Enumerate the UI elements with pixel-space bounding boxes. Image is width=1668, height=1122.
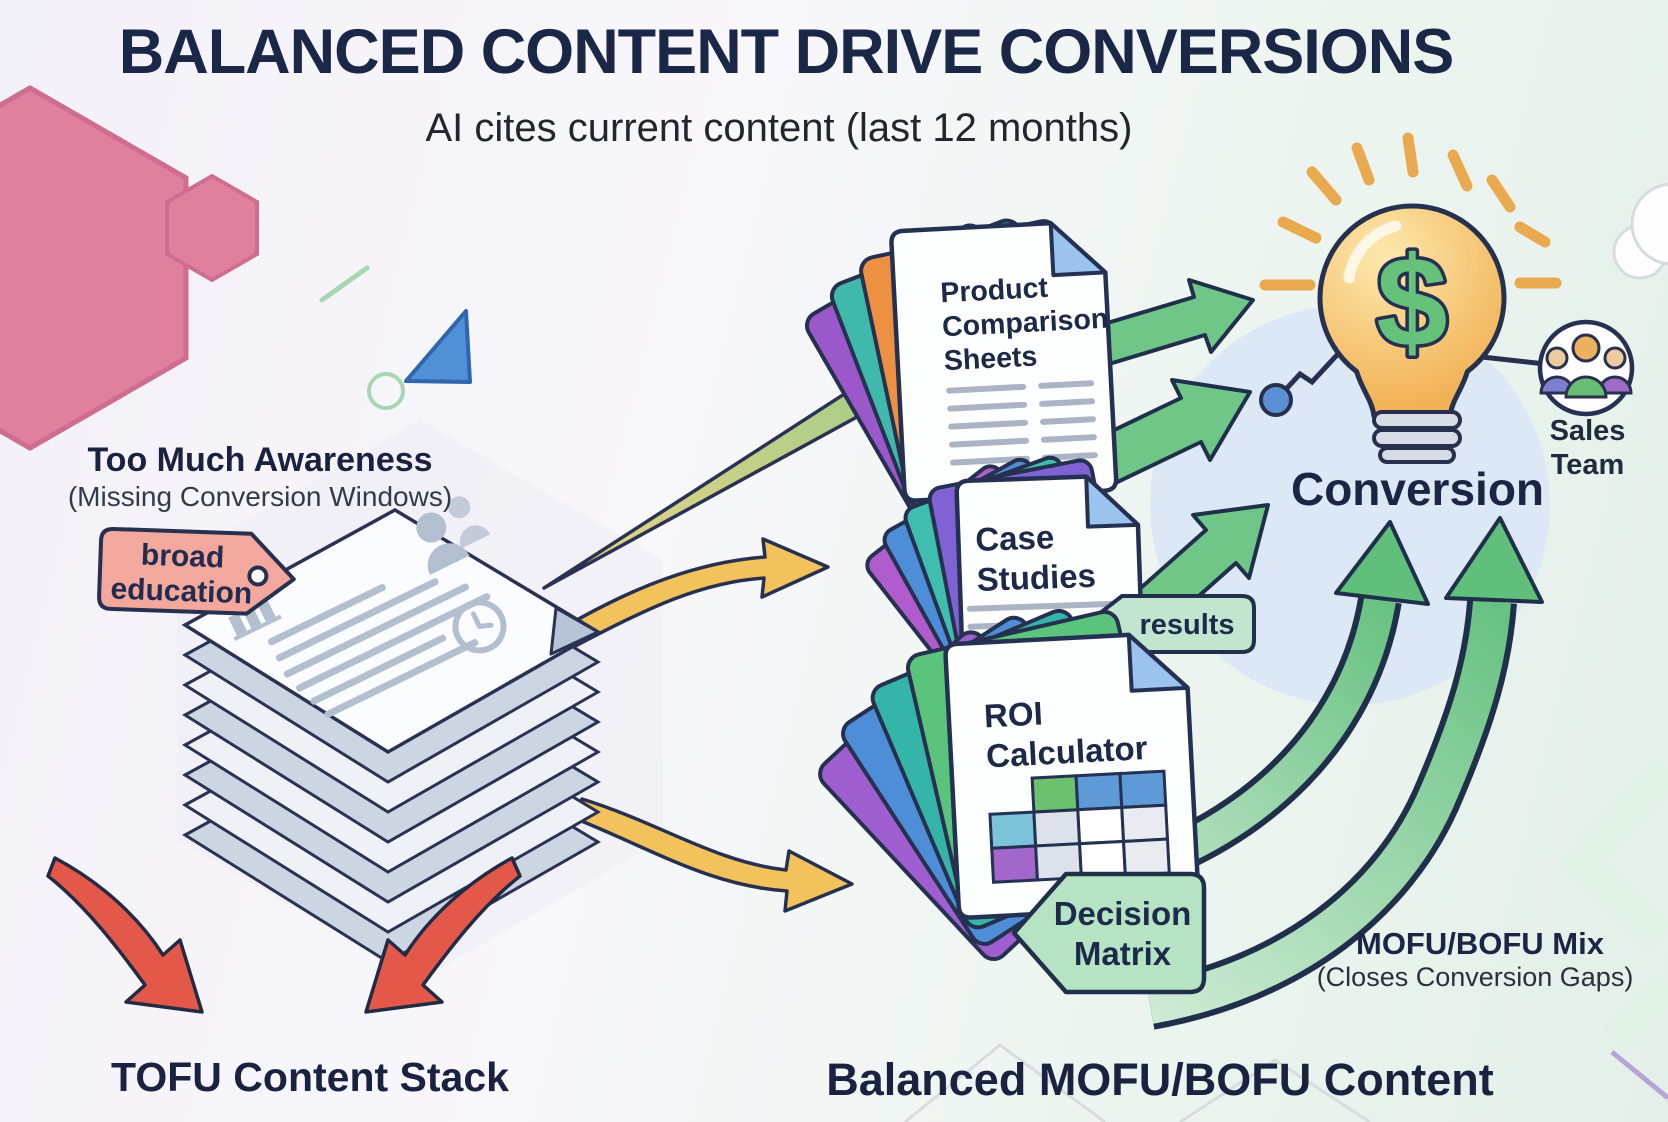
tag-hole-icon bbox=[247, 565, 269, 587]
green-curved-arrow-outer bbox=[1145, 516, 1544, 1030]
results-tag-label: results bbox=[1139, 609, 1235, 641]
sales-team-label: Sales Team bbox=[1549, 415, 1626, 481]
mofu-mix-heading: MOFU/BOFU Mix bbox=[1356, 926, 1604, 961]
conversion-hub: $ bbox=[1259, 132, 1635, 464]
tofu-heading: Too Much Awareness bbox=[87, 441, 433, 479]
broad-education-tag-label: broad education bbox=[110, 538, 253, 611]
dollar-icon: $ bbox=[1376, 231, 1447, 374]
tofu-stack-label: TOFU Content Stack bbox=[111, 1054, 509, 1100]
fold-corner-icon bbox=[1084, 474, 1140, 529]
sales-team-icon bbox=[1537, 319, 1635, 417]
roi-calculator-title: ROI Calculator bbox=[983, 694, 1149, 775]
document-card-product bbox=[889, 220, 1119, 503]
red-arrow-left-icon bbox=[46, 856, 204, 1014]
purple-line-icon bbox=[1610, 1050, 1668, 1100]
red-arrow-right-icon bbox=[364, 856, 522, 1014]
chart-dot-icon bbox=[1259, 383, 1293, 417]
fold-corner-icon bbox=[1048, 221, 1108, 278]
chevron-decor-icon bbox=[1558, 756, 1668, 951]
faint-shape2-icon bbox=[1179, 1058, 1371, 1122]
mofu-mix-subheading: (Closes Conversion Gaps) bbox=[1316, 962, 1634, 992]
lightbulb-icon bbox=[1317, 203, 1507, 419]
clock-icon bbox=[452, 599, 507, 654]
page-title: BALANCED CONTENT DRIVE CONVERSIONS bbox=[118, 17, 1455, 87]
bulb-rays-icon bbox=[1259, 132, 1562, 291]
paper-content bbox=[228, 496, 507, 718]
tofu-subheading: (Missing Conversion Windows) bbox=[67, 481, 453, 512]
yellow-arrow-2 bbox=[572, 797, 854, 913]
decision-matrix-tag-label: Decision Matrix bbox=[1053, 895, 1192, 972]
product-sheets-title: Product Comparison Sheets bbox=[939, 271, 1110, 378]
faint-shape-icon bbox=[904, 1043, 1106, 1122]
cloud-icon bbox=[1612, 182, 1668, 280]
spreadsheet-grid-icon bbox=[988, 769, 1171, 884]
hexagon-small-icon bbox=[165, 173, 259, 283]
chevron-decor2-icon bbox=[1602, 973, 1668, 1052]
fold-corner-icon bbox=[1126, 632, 1190, 693]
sales-connector-line bbox=[1481, 354, 1546, 367]
decision-matrix-tag bbox=[1011, 871, 1207, 995]
document-stack-product bbox=[805, 218, 1119, 524]
yellow-arrow-1 bbox=[554, 537, 830, 653]
conversion-label: Conversion bbox=[1290, 463, 1545, 515]
page-fold bbox=[549, 606, 600, 656]
bulb-base-icon bbox=[1372, 410, 1462, 464]
line-decor-icon bbox=[319, 265, 370, 303]
circle-outline-icon bbox=[367, 372, 405, 410]
broad-education-tag bbox=[97, 526, 296, 616]
mofu-stack-label: Balanced MOFU/BOFU Content bbox=[826, 1054, 1494, 1105]
triangle-icon bbox=[404, 309, 472, 384]
page-subtitle: AI cites current content (last 12 months… bbox=[425, 106, 1133, 150]
case-studies-title: Case Studies bbox=[974, 518, 1097, 598]
hexagon-large-overlay bbox=[0, 85, 189, 451]
paper-stack-icon bbox=[181, 496, 602, 964]
bulb-highlight bbox=[1343, 220, 1402, 284]
